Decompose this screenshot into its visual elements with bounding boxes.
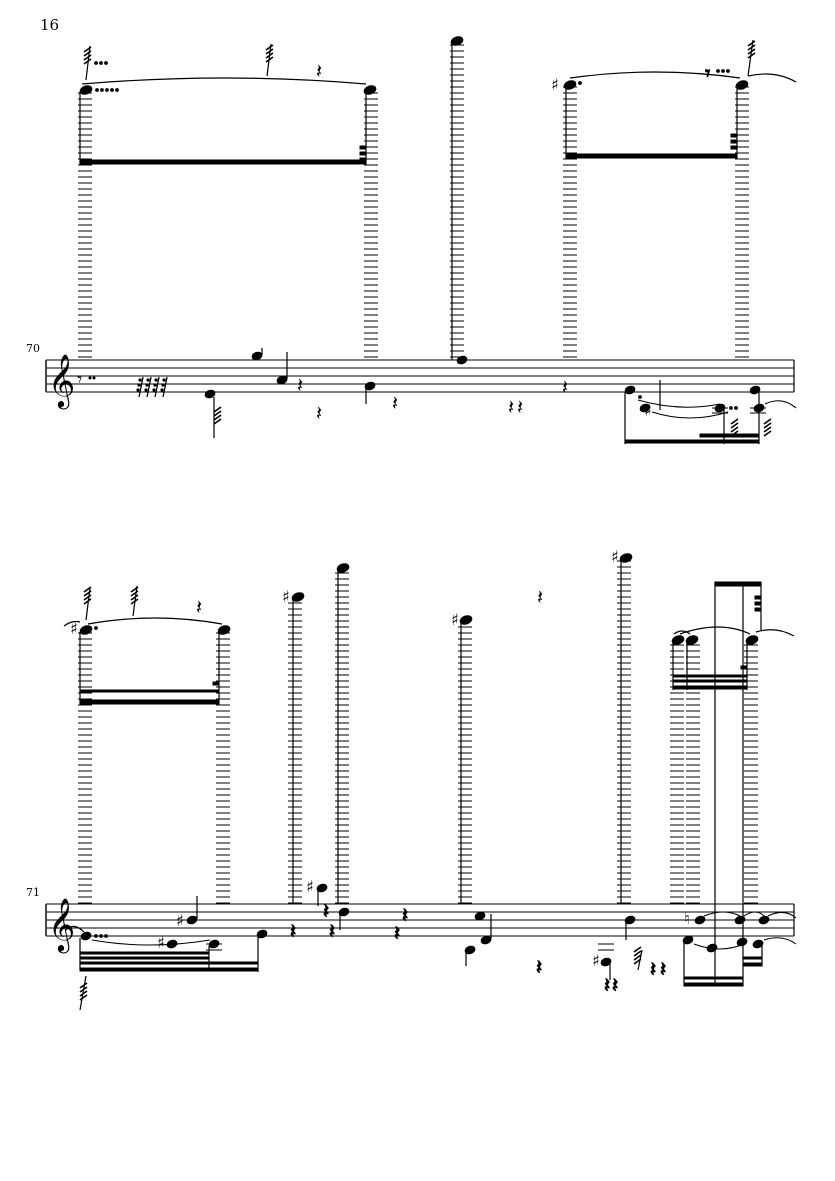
note-head [291, 592, 305, 602]
treble-clef: 𝄞 [48, 897, 75, 953]
note-head [450, 36, 464, 46]
quarter-rest: 𝄽 [537, 585, 543, 609]
svg-text:𝄽: 𝄽 [604, 973, 610, 997]
svg-text:𝄽: 𝄽 [660, 957, 666, 981]
staff-lines [46, 903, 794, 937]
svg-text:𝄾: 𝄾 [705, 61, 710, 85]
note-head [736, 937, 748, 947]
note-head [80, 931, 92, 941]
note-head [752, 939, 764, 949]
svg-text:𝄽: 𝄽 [290, 919, 296, 943]
note-head [464, 945, 476, 955]
note [276, 352, 288, 385]
note-head [694, 915, 706, 925]
svg-text:𝄽: 𝄽 [612, 973, 618, 997]
ledger-lines [450, 42, 464, 360]
natural-sign: ♮ [684, 909, 690, 928]
sharp-sign: ♯ [611, 547, 619, 566]
svg-text:𝄽: 𝄽 [508, 395, 514, 419]
note-head [338, 907, 350, 917]
note-head [734, 915, 746, 925]
ledger-lines [458, 622, 472, 904]
svg-text:𝄽: 𝄽 [394, 921, 400, 945]
note-head [671, 635, 685, 645]
system-1: 𝄞 𝄾 [45, 36, 797, 444]
note-head [758, 915, 770, 925]
note-head [336, 563, 350, 573]
staff-lines [46, 359, 794, 393]
note-head [745, 635, 759, 645]
ledger-lines [670, 642, 684, 904]
quarter-rest: 𝄽 [316, 401, 322, 425]
note-head [186, 915, 198, 925]
note-head [217, 625, 231, 635]
ledger-lines [735, 86, 749, 360]
note-head [363, 85, 377, 95]
note-head [316, 883, 328, 893]
ledger-lines [78, 92, 92, 360]
sharp-sign: ♯ [282, 587, 290, 606]
sharp-sign: ♯ [551, 75, 559, 94]
note-head [735, 80, 749, 90]
svg-text:𝄾: 𝄾 [77, 367, 82, 391]
sharp-sign: ♯ [176, 911, 184, 930]
svg-text:𝄽: 𝄽 [323, 899, 329, 923]
svg-text:𝄽: 𝄽 [650, 957, 656, 981]
note-head [682, 935, 694, 945]
note-head [456, 355, 468, 365]
svg-text:𝄽: 𝄽 [536, 955, 542, 979]
ledger-lines [617, 560, 631, 904]
sharp-sign: ♯ [157, 933, 165, 952]
note-head [256, 929, 268, 939]
sharp-sign: ♯ [306, 877, 314, 896]
svg-text:𝄽: 𝄽 [402, 903, 408, 927]
page-number: 16 [40, 16, 60, 34]
ledger-lines [563, 86, 577, 360]
tremolo-marks [83, 43, 274, 81]
note-head [753, 403, 765, 413]
quarter-rest: 𝄽 [316, 59, 322, 83]
note [364, 381, 376, 404]
rest-cluster [138, 376, 168, 398]
ledger-lines [216, 632, 230, 904]
ledger-lines [288, 598, 302, 904]
quarter-rest: 𝄽 [297, 373, 303, 397]
svg-text:𝄽: 𝄽 [329, 919, 335, 943]
measure-number: 71 [26, 886, 40, 899]
note-head [624, 385, 636, 395]
note [251, 348, 263, 361]
ledger-lines [744, 642, 758, 904]
note-head [208, 939, 220, 949]
note-head [706, 943, 718, 953]
quarter-rest: 𝄽 [196, 595, 202, 619]
treble-clef: 𝄞 [48, 353, 75, 409]
measure-number: 70 [26, 342, 40, 355]
sharp-sign: ♯ [451, 610, 459, 629]
note-head [685, 635, 699, 645]
sharp-sign: ♯ [70, 619, 78, 638]
note [204, 389, 222, 438]
note-head [600, 957, 612, 967]
ledger-lines [686, 642, 700, 904]
note-head [459, 615, 473, 625]
rest-group: 𝄾 [77, 367, 96, 391]
svg-text:𝄽: 𝄽 [562, 375, 568, 399]
ledger-lines [364, 92, 378, 360]
ledger-lines [335, 570, 349, 904]
note-head [639, 403, 651, 413]
svg-text:𝄽: 𝄽 [517, 395, 523, 419]
quarter-rest: 𝄽 [392, 391, 398, 415]
note-head [563, 80, 577, 90]
note-head [619, 553, 633, 563]
note-head [624, 915, 636, 925]
note-head [749, 385, 761, 395]
system-2: 𝄞 ♯ 𝄽 [45, 547, 797, 1011]
note-head [474, 911, 486, 921]
sharp-sign: ♯ [592, 951, 600, 970]
